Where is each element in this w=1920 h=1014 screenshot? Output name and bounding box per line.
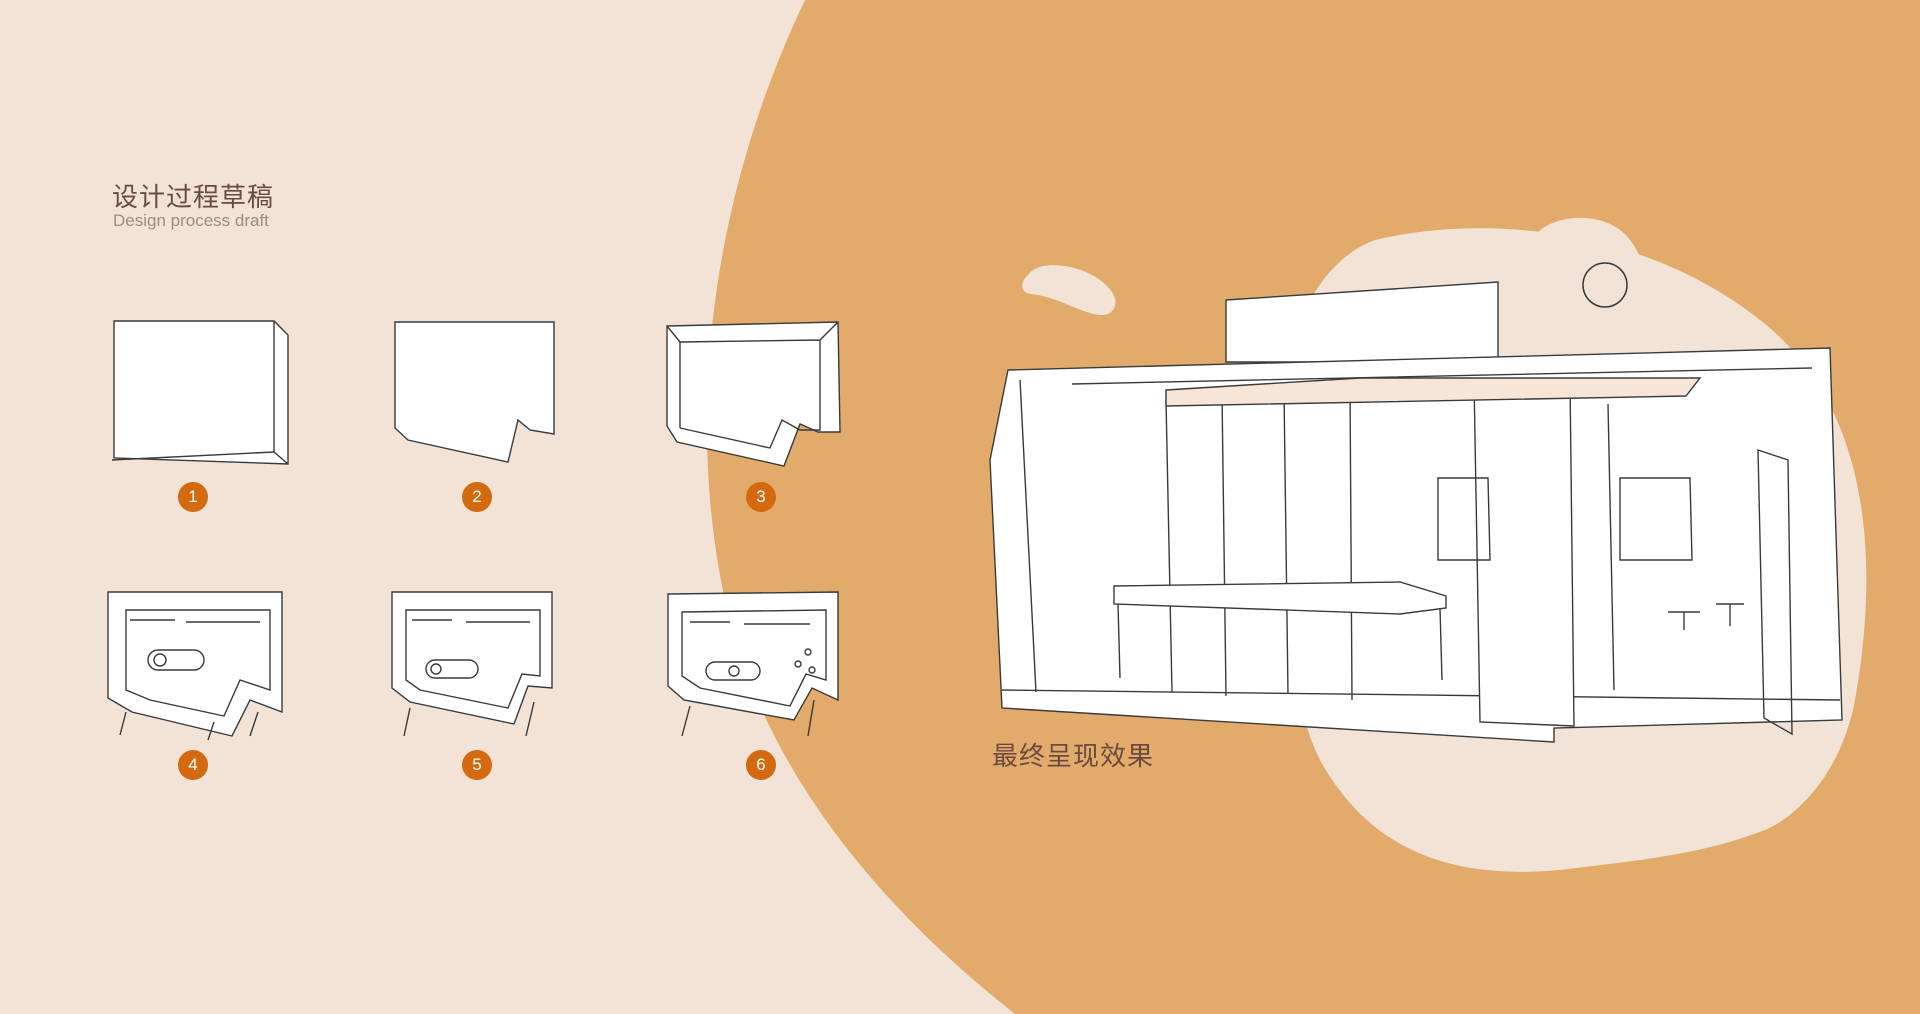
sketch-step-5 xyxy=(391,591,553,737)
step-badge-1: 1 xyxy=(178,482,208,512)
sketch-step-2 xyxy=(394,321,555,463)
logo-shape xyxy=(1520,217,1645,320)
final-render-sketch xyxy=(989,281,1843,743)
step-badge-6: 6 xyxy=(746,750,776,780)
swoosh-shape xyxy=(1022,265,1116,315)
sketch-step-1 xyxy=(111,320,289,465)
page-subtitle: Design process draft xyxy=(113,211,269,230)
step-badge-3: 3 xyxy=(746,482,776,512)
page-title: 设计过程草稿 xyxy=(112,183,275,213)
step-badge-2: 2 xyxy=(462,482,492,512)
step-badge-4: 4 xyxy=(178,750,208,780)
final-result-label: 最终呈现效果 xyxy=(992,742,1155,772)
sketch-step-3 xyxy=(666,321,841,467)
step-badge-5: 5 xyxy=(462,750,492,780)
sketch-step-6 xyxy=(667,591,839,737)
sketch-step-4 xyxy=(107,591,283,741)
logo-circle-icon xyxy=(1582,262,1628,308)
